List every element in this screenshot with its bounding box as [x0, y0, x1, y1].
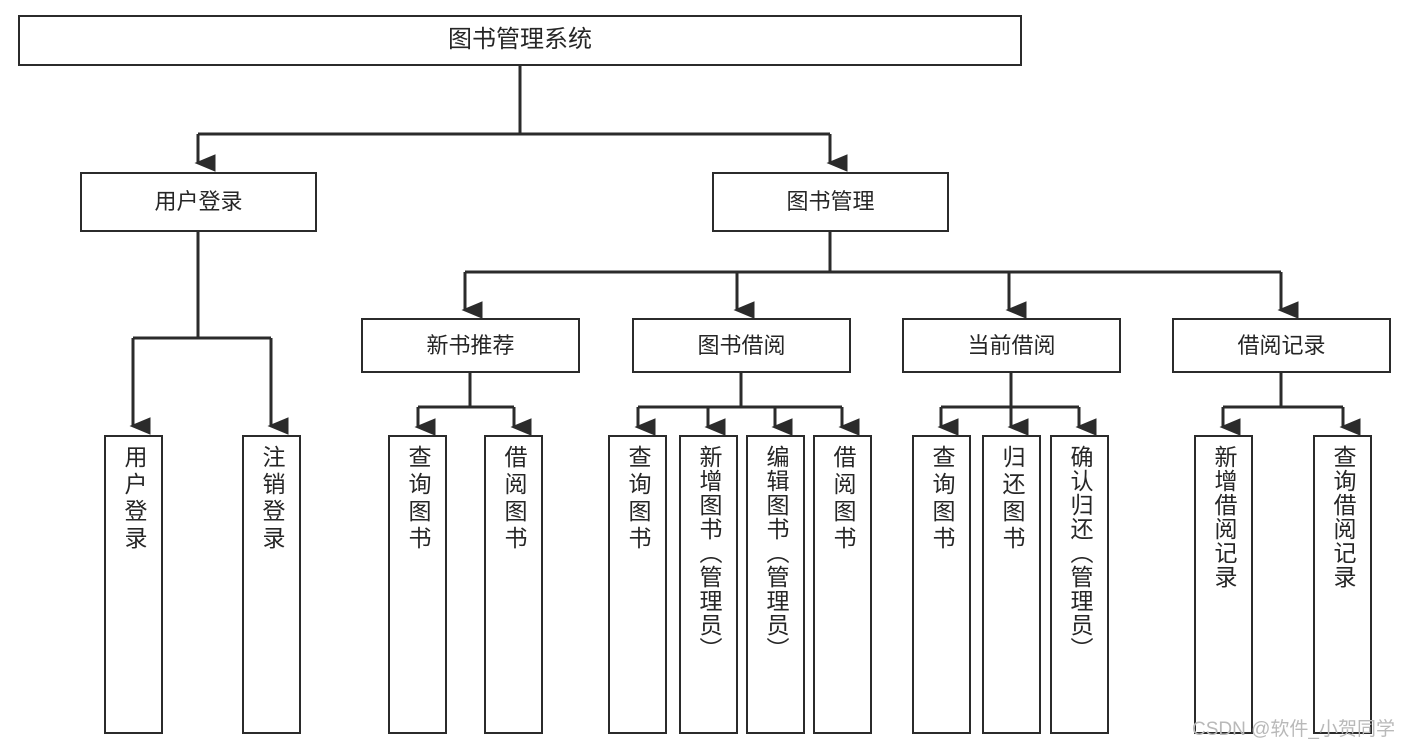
- leaf-book-borrow-add-label: 新增图书（管理员）: [696, 445, 722, 661]
- leaf-borrow-record-add[interactable]: 新增借阅记录: [1194, 435, 1253, 734]
- leaf-current-borrow-query-label: 查询图书: [929, 445, 955, 553]
- csdn-watermark-text: CSDN @软件_小贺同学: [1192, 719, 1395, 740]
- node-book-borrow-label: 图书借阅: [697, 332, 786, 358]
- leaf-current-borrow-query[interactable]: 查询图书: [912, 435, 971, 734]
- node-book-management-label: 图书管理: [786, 189, 875, 215]
- leaf-user-login-signin[interactable]: 用户登录: [104, 435, 163, 734]
- leaf-current-borrow-return-label: 归还图书: [999, 445, 1025, 553]
- node-borrow-record[interactable]: 借阅记录: [1172, 318, 1391, 373]
- leaf-current-borrow-confirm[interactable]: 确认归还（管理员）: [1050, 435, 1109, 734]
- leaf-borrow-record-query[interactable]: 查询借阅记录: [1313, 435, 1372, 734]
- leaf-book-borrow-borrow-label: 借阅图书: [830, 445, 856, 553]
- leaf-user-login-signin-label: 用户登录: [121, 445, 147, 553]
- leaf-new-book-query-label: 查询图书: [405, 445, 431, 553]
- leaf-book-borrow-edit-label: 编辑图书（管理员）: [763, 445, 789, 661]
- leaf-book-borrow-query-label: 查询图书: [625, 445, 651, 553]
- node-book-management[interactable]: 图书管理: [712, 172, 949, 232]
- node-new-book-recommend-label: 新书推荐: [426, 332, 515, 358]
- csdn-watermark: CSDN @软件_小贺同学: [1192, 714, 1395, 741]
- node-book-borrow[interactable]: 图书借阅: [632, 318, 851, 373]
- leaf-new-book-borrow[interactable]: 借阅图书: [484, 435, 543, 734]
- node-user-login[interactable]: 用户登录: [80, 172, 317, 232]
- node-current-borrow[interactable]: 当前借阅: [902, 318, 1121, 373]
- leaf-book-borrow-edit[interactable]: 编辑图书（管理员）: [746, 435, 805, 734]
- leaf-current-borrow-return[interactable]: 归还图书: [982, 435, 1041, 734]
- leaf-book-borrow-borrow[interactable]: 借阅图书: [813, 435, 872, 734]
- leaf-new-book-borrow-label: 借阅图书: [501, 445, 527, 553]
- leaf-borrow-record-query-label: 查询借阅记录: [1330, 445, 1356, 589]
- leaf-user-login-signout[interactable]: 注销登录: [242, 435, 301, 734]
- leaf-user-login-signout-label: 注销登录: [259, 445, 285, 553]
- leaf-new-book-query[interactable]: 查询图书: [388, 435, 447, 734]
- node-new-book-recommend[interactable]: 新书推荐: [361, 318, 580, 373]
- leaf-borrow-record-add-label: 新增借阅记录: [1211, 445, 1237, 589]
- leaf-current-borrow-confirm-label: 确认归还（管理员）: [1067, 445, 1093, 661]
- node-user-login-label: 用户登录: [154, 189, 243, 215]
- node-current-borrow-label: 当前借阅: [967, 332, 1056, 358]
- leaf-book-borrow-add[interactable]: 新增图书（管理员）: [679, 435, 738, 734]
- node-root-system-label: 图书管理系统: [448, 26, 592, 54]
- leaf-book-borrow-query[interactable]: 查询图书: [608, 435, 667, 734]
- node-root-system[interactable]: 图书管理系统: [18, 15, 1022, 66]
- node-borrow-record-label: 借阅记录: [1237, 332, 1326, 358]
